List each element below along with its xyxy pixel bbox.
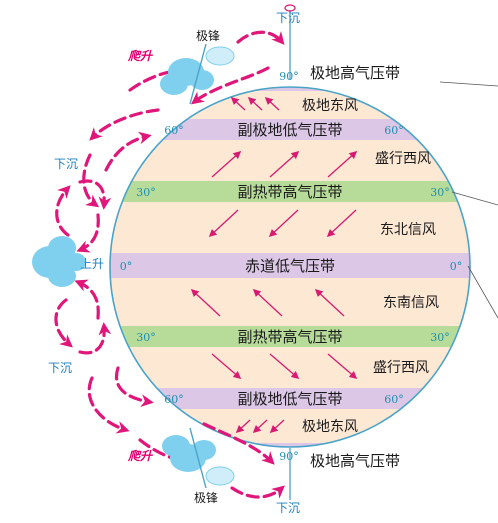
- belt-label-north-polar-high: 极地高气压带: [310, 64, 400, 82]
- label-sink-south-30: 下沉: [48, 361, 72, 375]
- wind-label-south-westerlies: 盛行西风: [373, 360, 429, 376]
- lat-equator-right: 0°: [450, 260, 463, 273]
- lat-north-30-left: 30°: [136, 186, 156, 199]
- pointer-line-mid: [451, 191, 498, 206]
- belt-south-30: [110, 326, 470, 347]
- label-climb-south: 爬升: [127, 449, 154, 463]
- wind-arrow: [327, 150, 358, 178]
- label-rise-equator: 上升: [80, 257, 104, 271]
- lat-south-90: 90°: [279, 450, 299, 463]
- pointer-line-top: [439, 81, 498, 87]
- wind-arrow: [190, 288, 221, 317]
- cloud-south: [162, 435, 235, 486]
- belts-layer: [110, 87, 470, 447]
- belt-south-60: [110, 388, 470, 409]
- lat-north-60-right: 60°: [384, 124, 404, 137]
- belt-south-pole: [110, 443, 470, 447]
- cell-polar-north-down: [190, 66, 270, 105]
- cell-polar-south-down: [202, 422, 275, 465]
- cell-hadley-north-return: [76, 213, 100, 253]
- wind-label-north-westerlies: 盛行西风: [375, 151, 431, 167]
- wind-label-south-polar-easterlies: 极地东风: [302, 419, 358, 435]
- label-sink-top: 下沉: [276, 11, 300, 25]
- belt-label-south-subtropical-high: 副热带高气压带: [237, 328, 342, 346]
- lat-north-60-left: 60°: [164, 124, 184, 137]
- wind-arrow: [269, 419, 285, 434]
- lat-south-30-right: 30°: [430, 331, 450, 344]
- label-polar-front-south: 极锋: [194, 491, 218, 505]
- cell-hadley-south-top: [78, 322, 112, 355]
- belt-label-south-polar-high: 极地高气压带: [310, 452, 400, 470]
- cell-hadley-north-up: [55, 185, 71, 237]
- cell-polar-south-bottom: [230, 485, 285, 499]
- wind-label-north-polar-easterlies: 极地东风: [302, 98, 358, 114]
- lat-south-60-left: 60°: [164, 393, 184, 406]
- globe-outline: [109, 86, 471, 448]
- lat-south-60-right: 60°: [384, 393, 404, 406]
- label-sink-bottom: 下沉: [276, 501, 300, 515]
- cell-hadley-south-up: [54, 298, 73, 348]
- belt-north-60: [110, 119, 470, 140]
- polar-front-south: [189, 427, 207, 489]
- wind-arrow: [247, 96, 263, 111]
- belt-north-pole: [110, 87, 470, 91]
- wind-arrow: [235, 419, 251, 434]
- wind-arrow: [208, 209, 239, 238]
- label-climb-north: 爬升: [127, 49, 154, 63]
- wind-arrow: [269, 150, 300, 178]
- cell-ferrel-south-return: [114, 366, 154, 407]
- wind-arrow: [211, 150, 242, 178]
- lat-equator-left: 0°: [120, 260, 133, 273]
- belt-label-north-subtropical-high: 副热带高气压带: [237, 183, 342, 201]
- wind-arrow: [269, 353, 300, 380]
- wind-arrow: [211, 353, 242, 380]
- label-sink-north-30: 下沉: [54, 157, 78, 171]
- belt-label-north-subpolar-low: 副极地低气压带: [237, 121, 342, 139]
- wind-arrow: [326, 209, 357, 238]
- cell-ferrel-south-down: [87, 376, 130, 434]
- lat-north-90: 90°: [279, 70, 299, 83]
- cloud-north: [160, 46, 235, 95]
- wind-arrows: [190, 96, 358, 434]
- wind-label-ne-trades: 东北信风: [380, 222, 436, 238]
- cell-polar-north-top: [236, 30, 285, 45]
- wind-arrow: [327, 353, 358, 380]
- wind-arrow: [252, 288, 283, 317]
- pointer-line-low: [467, 265, 498, 319]
- wind-label-se-trades: 东南信风: [383, 295, 439, 311]
- belt-north-30: [110, 181, 470, 202]
- wind-arrow: [230, 96, 246, 111]
- wind-arrow: [264, 96, 280, 111]
- rotation-icon: [284, 4, 296, 12]
- wind-arrow: [314, 288, 345, 317]
- wind-arrow: [268, 209, 299, 238]
- cloud-equator: [32, 236, 86, 287]
- cell-ferrel-north-top: [89, 108, 160, 141]
- wind-arrow: [252, 419, 268, 434]
- cell-hadley-north-top: [78, 179, 112, 210]
- label-polar-front-north: 极锋: [196, 29, 220, 43]
- lat-south-30-left: 30°: [136, 331, 156, 344]
- cell-hadley-south-return: [74, 279, 100, 320]
- cell-ferrel-north-down: [82, 153, 100, 208]
- cell-ferrel-north-return: [104, 131, 152, 172]
- polar-front-north: [189, 43, 207, 105]
- lat-north-30-right: 30°: [430, 186, 450, 199]
- belt-label-south-subpolar-low: 副极地低气压带: [237, 390, 342, 408]
- circulation-cells: [54, 30, 285, 499]
- belt-label-equatorial-low: 赤道低气压带: [245, 257, 335, 275]
- belt-equator: [110, 253, 470, 278]
